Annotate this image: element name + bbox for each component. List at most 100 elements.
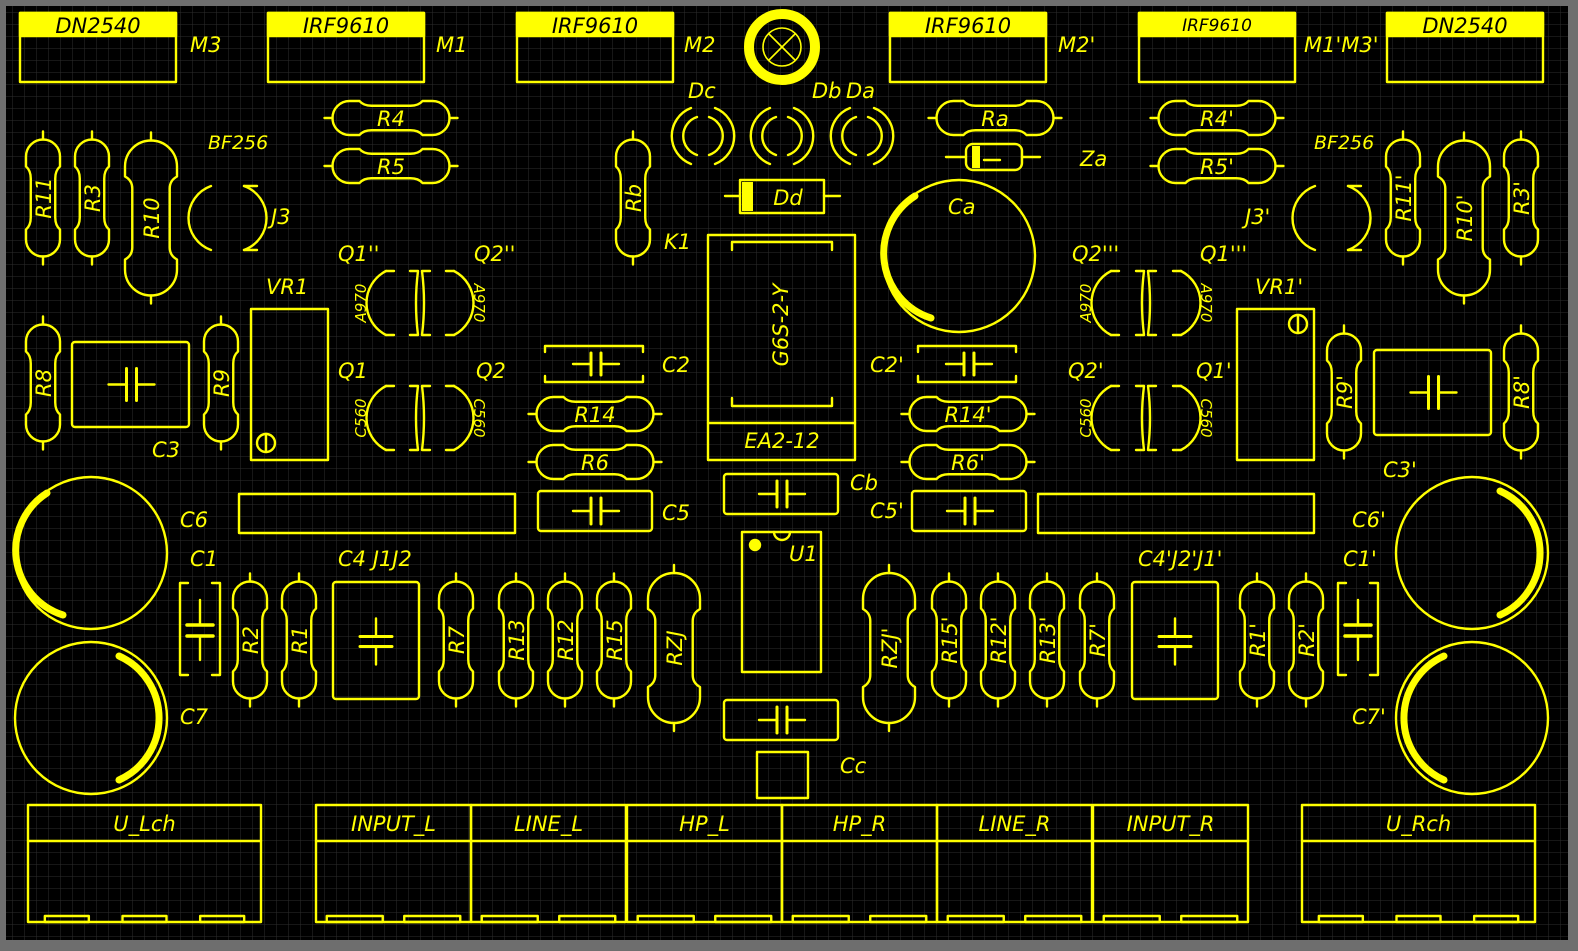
- mosfet-m3[interactable]: DN2540 M3: [18, 11, 221, 84]
- resistor-12[interactable]: R8: [24, 315, 62, 451]
- mounting-hole-icon[interactable]: [744, 9, 820, 85]
- mosfet-part-label: DN2540: [55, 14, 140, 38]
- c4-j1j2-label: C4 J1J2: [338, 547, 412, 571]
- transistor-1[interactable]: A970: [444, 269, 488, 337]
- resistor-8[interactable]: Rb: [614, 130, 652, 266]
- resistor-23[interactable]: R13: [497, 572, 535, 708]
- resistor-27[interactable]: RZJ': [861, 563, 917, 733]
- resistor-22[interactable]: R7: [437, 572, 475, 708]
- capacitor-c2[interactable]: [543, 344, 645, 384]
- diode-led-1[interactable]: [749, 106, 815, 166]
- terminal-block-6[interactable]: INPUT_R: [1091, 803, 1250, 924]
- resistor-25[interactable]: R15: [595, 572, 633, 708]
- resistor-label: R2: [239, 626, 263, 654]
- ic-u1[interactable]: U1: [740, 530, 823, 674]
- capacitor-c5[interactable]: [536, 489, 654, 533]
- mosfet-m1-prime[interactable]: IRF9610 M1'M3': [1137, 11, 1379, 84]
- resistor-0[interactable]: R4: [323, 99, 459, 137]
- resistor-33[interactable]: R2': [1287, 572, 1325, 708]
- transistor-6[interactable]: C560: [1077, 384, 1121, 452]
- capacitor-c4[interactable]: [331, 580, 421, 701]
- jfet-j3-prime[interactable]: BF256 J3': [1241, 132, 1374, 252]
- capacitor-c7-prime[interactable]: C7': [1352, 640, 1550, 796]
- capacitor-c4p-strip[interactable]: [1036, 492, 1316, 535]
- resistor-label: R15': [938, 616, 962, 663]
- diode-led-2[interactable]: [829, 106, 895, 166]
- resistor-7[interactable]: R10: [123, 131, 179, 305]
- capacitor-cb[interactable]: [722, 472, 840, 516]
- capacitor-c4-strip[interactable]: [237, 492, 517, 535]
- resistor-30[interactable]: R13': [1028, 572, 1066, 708]
- mosfet-m2-prime[interactable]: IRF9610 M2': [888, 11, 1095, 84]
- resistor-label: R4': [1200, 107, 1234, 131]
- capacitor-c1[interactable]: [178, 581, 222, 677]
- capacitor-c3p[interactable]: [1372, 348, 1493, 437]
- mosfet-m2[interactable]: IRF9610 M2: [515, 11, 715, 84]
- transistor-q2pp-label: Q2'': [474, 242, 515, 266]
- capacitor-c5p[interactable]: [910, 489, 1028, 533]
- resistor-3[interactable]: R4': [1149, 99, 1285, 137]
- mosfet-m1[interactable]: IRF9610 M1: [266, 11, 467, 84]
- resistor-label: RZJ': [878, 628, 902, 669]
- transistor-0[interactable]: A970: [352, 269, 396, 337]
- resistor-11[interactable]: R3': [1502, 130, 1540, 266]
- mosfet-m3-prime[interactable]: DN2540: [1385, 11, 1545, 84]
- terminal-block-3[interactable]: HP_L: [625, 803, 784, 924]
- transistor-5[interactable]: A970: [1171, 269, 1215, 337]
- resistor-32[interactable]: R1': [1238, 572, 1276, 708]
- transistor-7[interactable]: C560: [1171, 384, 1215, 452]
- terminal-block-7[interactable]: U_Rch: [1300, 803, 1537, 924]
- resistor-4[interactable]: R5': [1149, 147, 1285, 185]
- trimmer-vr1-prime[interactable]: VR1': [1235, 275, 1316, 462]
- transistor-3[interactable]: C560: [444, 384, 488, 452]
- capacitor-cc-body[interactable]: [722, 698, 840, 742]
- terminal-block-1[interactable]: INPUT_L: [314, 803, 473, 924]
- resistor-17[interactable]: R6: [527, 443, 663, 481]
- capacitor-c1-prime[interactable]: [1336, 581, 1380, 677]
- resistor-6[interactable]: R3: [73, 130, 111, 266]
- capacitor-c6-prime[interactable]: C6': [1352, 475, 1550, 631]
- capacitor-c7[interactable]: C7: [13, 640, 209, 796]
- resistor-21[interactable]: R1: [280, 572, 318, 708]
- resistor-label: R5: [377, 155, 405, 179]
- resistor-31[interactable]: R7': [1078, 572, 1116, 708]
- resistor-19[interactable]: R6': [900, 443, 1036, 481]
- trimmer-vr1[interactable]: VR1: [249, 275, 330, 462]
- resistor-5[interactable]: R11: [24, 130, 62, 266]
- transistor-4[interactable]: A970: [1077, 269, 1121, 337]
- terminal-block-label: LINE_L: [514, 812, 583, 837]
- resistor-26[interactable]: RZJ: [646, 563, 702, 733]
- resistor-29[interactable]: R12': [979, 572, 1017, 708]
- resistor-28[interactable]: R15': [930, 572, 968, 708]
- terminal-block-2[interactable]: LINE_L: [469, 803, 628, 924]
- resistor-2[interactable]: Ra: [927, 99, 1063, 137]
- relay-k1[interactable]: G6S-2-Y EA2-12: [706, 233, 857, 462]
- resistor-13[interactable]: R9: [202, 315, 240, 451]
- capacitor-c2p[interactable]: [916, 344, 1018, 384]
- resistor-24[interactable]: R12: [546, 572, 584, 708]
- diode-led-0[interactable]: [670, 106, 736, 166]
- resistor-16[interactable]: R14: [527, 395, 663, 433]
- trimmer-vr1-label: VR1: [266, 275, 308, 299]
- terminal-block-0[interactable]: U_Lch: [26, 803, 263, 924]
- component-pad-square[interactable]: [755, 750, 810, 800]
- jfet-j3[interactable]: BF256 J3: [187, 132, 291, 252]
- terminal-block-label: HP_L: [679, 812, 730, 837]
- resistor-9[interactable]: R11': [1384, 130, 1422, 266]
- resistor-18[interactable]: R14': [900, 395, 1036, 433]
- diode-dd[interactable]: Dd: [723, 178, 842, 215]
- resistor-20[interactable]: R2: [231, 572, 269, 708]
- transistor-body-label: A970: [1077, 284, 1095, 324]
- capacitor-c6[interactable]: C6: [12, 475, 208, 631]
- resistor-1[interactable]: R5: [323, 147, 459, 185]
- resistor-14[interactable]: R9': [1325, 324, 1363, 460]
- capacitor-ca[interactable]: Ca: [880, 178, 1037, 334]
- resistor-10[interactable]: R10': [1436, 131, 1492, 305]
- jfet-part-label: BF256: [1314, 132, 1374, 154]
- transistor-2[interactable]: C560: [352, 384, 396, 452]
- capacitor-c3[interactable]: [70, 340, 191, 429]
- zener-za[interactable]: Za: [944, 142, 1107, 172]
- resistor-15[interactable]: R8': [1502, 324, 1540, 460]
- capacitor-c4p[interactable]: [1130, 580, 1220, 701]
